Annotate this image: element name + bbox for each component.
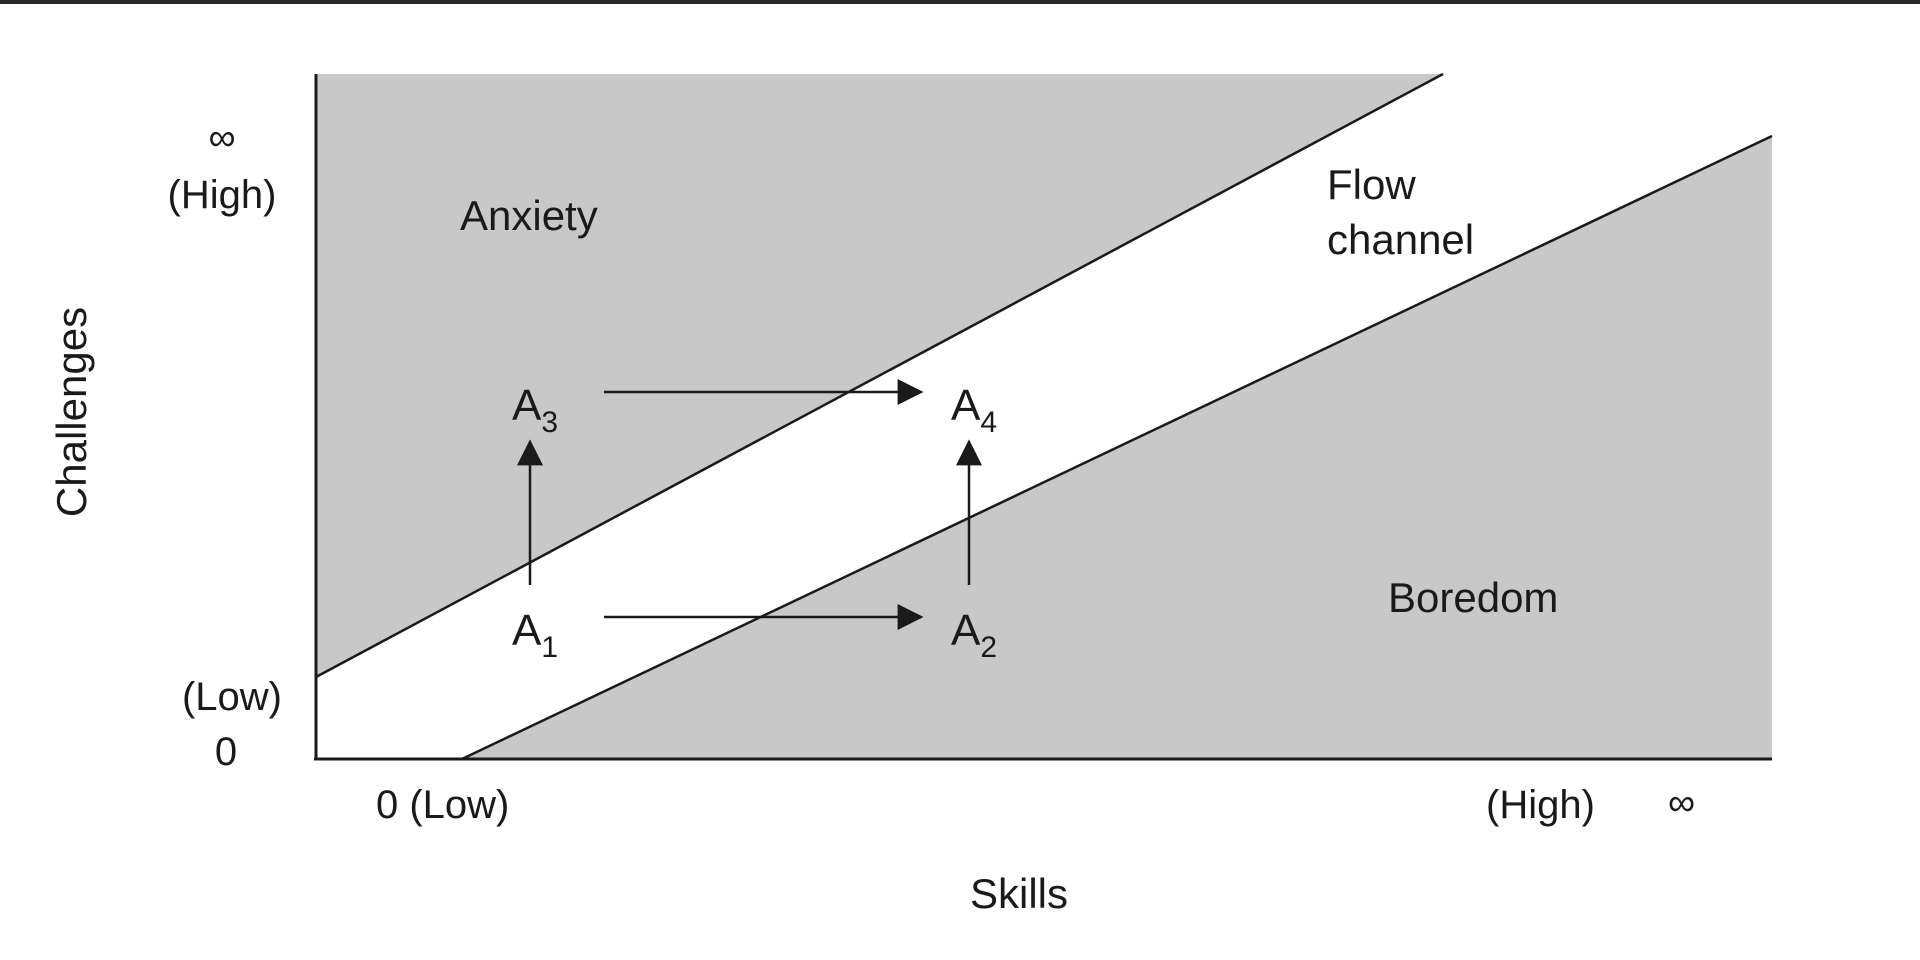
point-a4-label: A4	[951, 381, 997, 439]
point-a3-label: A3	[512, 381, 558, 439]
point-a2-label: A2	[951, 606, 997, 664]
x-axis-low-label: 0 (Low)	[376, 783, 509, 827]
y-axis-high-label: (High)	[168, 173, 277, 217]
x-axis-high-label: (High)	[1486, 783, 1595, 827]
y-axis-low-label: (Low)	[182, 675, 282, 719]
y-axis-infinity: ∞	[208, 117, 235, 159]
point-a1-label: A1	[512, 606, 558, 664]
boredom-label: Boredom	[1388, 574, 1558, 621]
top-border	[0, 0, 1920, 4]
x-axis-title: Skills	[970, 870, 1068, 917]
y-axis-zero-label: 0	[215, 730, 237, 774]
flow-upper-boundary	[315, 72, 1444, 679]
anxiety-label: Anxiety	[460, 192, 598, 239]
flow-channel-label-line1: Flow	[1327, 161, 1416, 208]
x-axis-infinity: ∞	[1668, 782, 1695, 824]
y-axis-title: Challenges	[48, 307, 95, 517]
flow-channel-label-line2: channel	[1327, 216, 1474, 263]
flow-lower-boundary	[461, 134, 1773, 761]
